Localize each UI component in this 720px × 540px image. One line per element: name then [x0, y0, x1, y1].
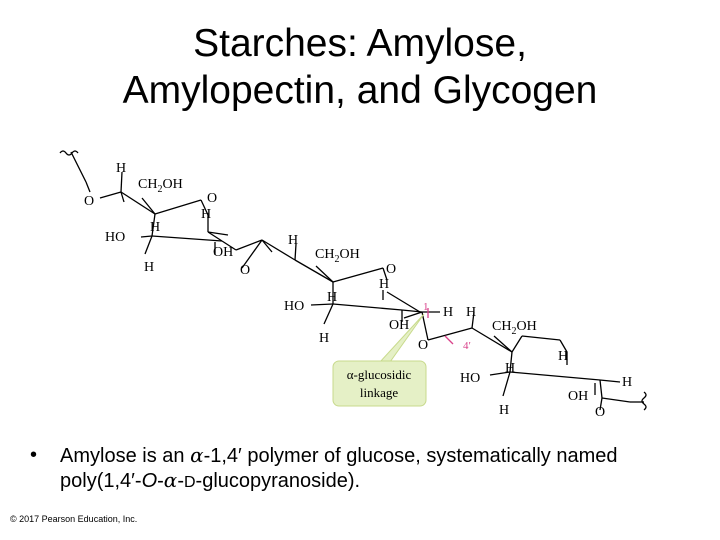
callout-box [332, 360, 427, 407]
bullet-part-3: - [157, 470, 164, 492]
ring1-oh-bottom: OH [213, 245, 233, 260]
ring3-h-end: H [622, 375, 632, 390]
ring1-h-right: H [201, 207, 211, 222]
amylose-structure-diagram: α-glucosidic linkage H CH2OH O H HO H OH… [59, 150, 647, 420]
alpha-symbol: α [190, 443, 204, 467]
callout-line-2: linkage [360, 385, 398, 400]
ring3-o-link2: O [418, 338, 428, 353]
bullet-part-5: -glucopyranoside). [195, 470, 361, 492]
d-smallcaps: D [183, 474, 196, 491]
ring2-h-top: H [288, 233, 298, 248]
ring2-oh-bottom: OH [389, 318, 409, 333]
ring2-ch2oh: CH2OH [315, 247, 360, 265]
ring1-h-top: H [116, 161, 126, 176]
ring2-ho: HO [284, 299, 304, 314]
ring1-h-mid: H [150, 220, 160, 235]
ring2-h-mid: H [327, 290, 337, 305]
ring2-h-bottom: H [319, 331, 329, 346]
ring2-h-right: H [379, 277, 389, 292]
bullet-part-1: Amylose is an [60, 445, 191, 467]
ring1-o-ring: O [207, 191, 217, 206]
ring1-o-left: O [84, 194, 94, 209]
ring3-h-bottom: H [499, 403, 509, 418]
ring1-h-bottom: H [144, 260, 154, 275]
ring2-num1: 1 [423, 301, 429, 313]
ring3-h-top: H [466, 305, 476, 320]
title-line-1: Starches: Amylose, [193, 22, 527, 65]
ring2-h-c1: H [443, 305, 453, 320]
callout-line-1: α-glucosidic [347, 367, 412, 382]
ring1-ho: HO [105, 230, 125, 245]
ring2-o-link1: O [240, 263, 250, 278]
bullet-marker: • [30, 444, 38, 466]
ring3-o-end: O [595, 405, 605, 420]
ring3-ho: HO [460, 371, 480, 386]
ring3-h-right: H [558, 349, 568, 364]
bullet-part-2: -1,4′ polymer of glucose, systematically… [60, 445, 618, 492]
ring1-ch2oh: CH2OH [138, 177, 183, 195]
alpha-symbol-2: α [163, 468, 178, 492]
ring3-ch2oh: CH2OH [492, 319, 537, 337]
oxygen-italic: O [141, 470, 158, 492]
ring3-num4: 4′ [463, 340, 471, 352]
ring3-h-mid: H [505, 361, 515, 376]
bullet-text: Amylose is an α-1,4′ polymer of glucose,… [60, 443, 690, 495]
copyright-notice: © 2017 Pearson Education, Inc. [10, 514, 138, 524]
slide-title: Starches: Amylose, Amylopectin, and Glyc… [0, 20, 720, 114]
wavy-bond-end-icon [641, 391, 647, 411]
ring3-oh-bottom: OH [568, 389, 588, 404]
title-line-2: Amylopectin, and Glycogen [122, 69, 598, 112]
ring2-o-ring: O [386, 262, 396, 277]
wavy-bond-start-icon [59, 150, 79, 156]
bullet-part-4: - [177, 470, 184, 492]
